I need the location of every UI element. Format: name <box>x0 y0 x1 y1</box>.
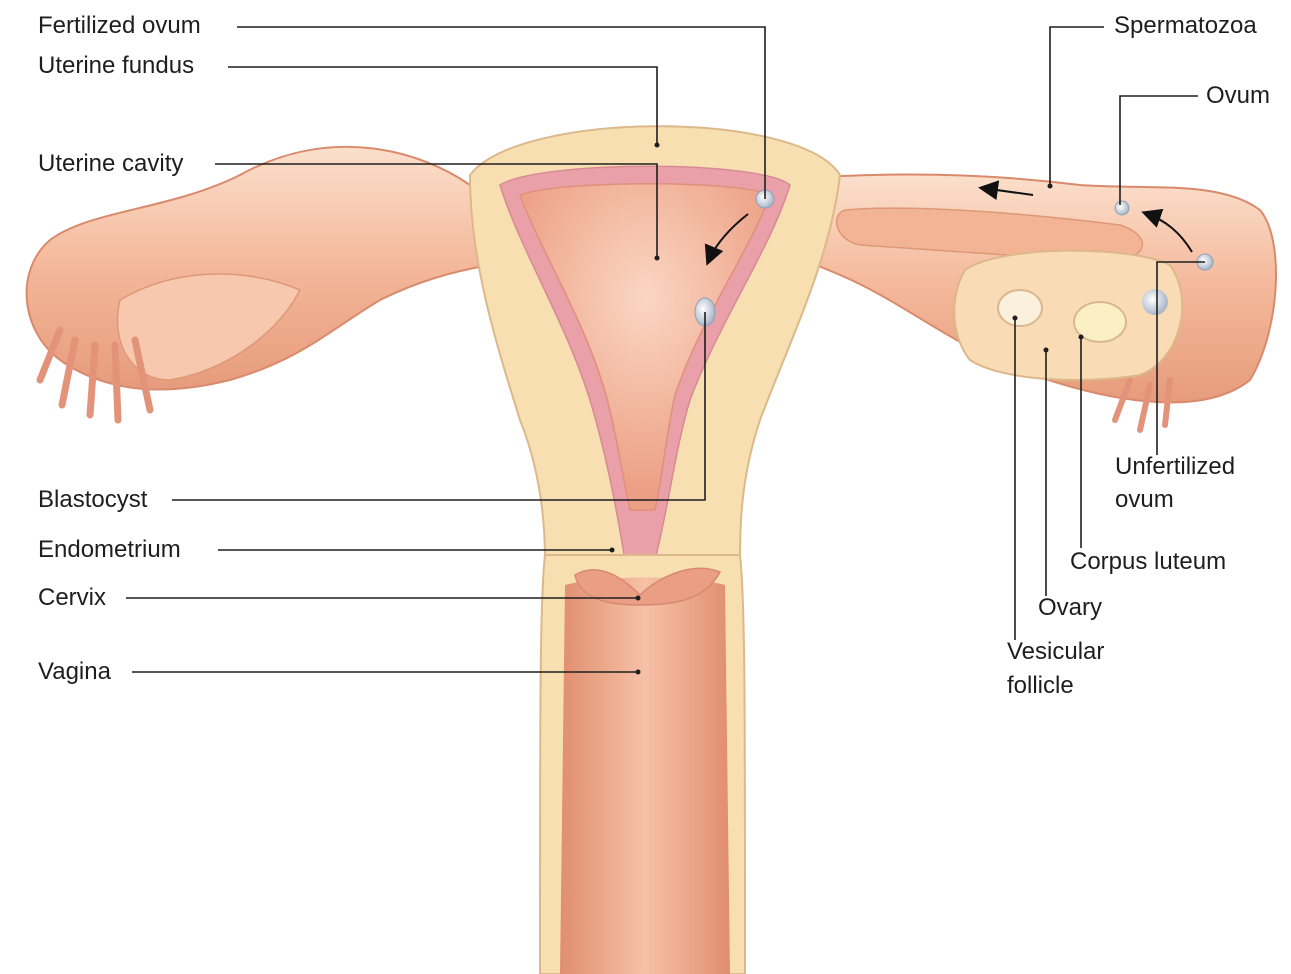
label-uterine-fundus: Uterine fundus <box>38 52 194 80</box>
label-endometrium: Endometrium <box>38 536 181 564</box>
label-uterine-cavity: Uterine cavity <box>38 150 183 178</box>
label-vesicular-follicle-line1: Vesicular <box>1007 638 1104 666</box>
label-spermatozoa: Spermatozoa <box>1114 12 1257 40</box>
label-ovum: Ovum <box>1206 82 1270 110</box>
uterus <box>470 126 840 560</box>
label-cervix: Cervix <box>38 584 106 612</box>
label-unfertilized-ovum-line2: ovum <box>1115 486 1174 514</box>
vagina-canal <box>540 555 745 974</box>
label-corpus-luteum: Corpus luteum <box>1070 548 1226 576</box>
label-unfertilized-ovum-line1: Unfertilized <box>1115 453 1235 481</box>
label-vagina: Vagina <box>38 658 111 686</box>
ovary <box>954 251 1182 380</box>
ovum-marker <box>1115 201 1129 215</box>
label-blastocyst: Blastocyst <box>38 486 147 514</box>
label-ovary: Ovary <box>1038 594 1102 622</box>
label-vesicular-follicle-line2: follicle <box>1007 672 1074 700</box>
left-uterine-tube <box>27 147 490 420</box>
label-fertilized-ovum: Fertilized ovum <box>38 12 201 40</box>
